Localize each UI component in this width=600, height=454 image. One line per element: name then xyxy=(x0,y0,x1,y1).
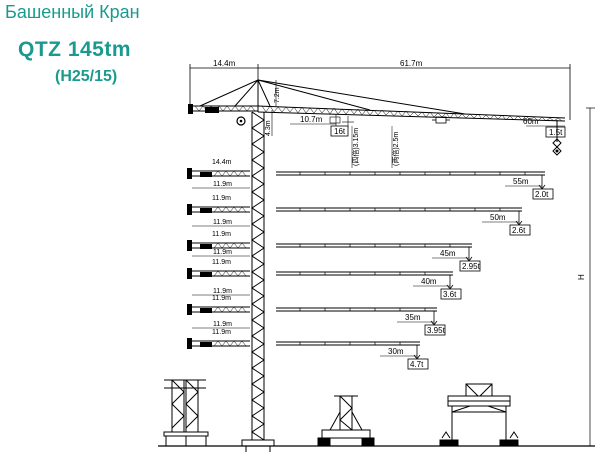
counter-jib-extra-length: 11.9m xyxy=(213,321,232,328)
config-load: 3.95t xyxy=(427,326,446,335)
counter-jib-extra-length: 11.9m xyxy=(213,288,232,295)
config-load-box xyxy=(424,324,446,336)
climbing-frame xyxy=(163,379,209,446)
config-load: 3.6t xyxy=(443,290,457,299)
config-load-box xyxy=(440,288,462,300)
config-counter-lacing xyxy=(213,242,247,249)
top-counterweight xyxy=(188,104,246,126)
hook-icon xyxy=(552,120,562,156)
tip-height-dim: 7.2m xyxy=(274,87,281,103)
config-winch xyxy=(200,172,212,177)
config-radius: 40m xyxy=(421,277,437,286)
config-load-box xyxy=(509,224,531,236)
reach-2fall: (两倍)2.5m xyxy=(391,132,400,166)
config-load: 2.95t xyxy=(462,262,481,271)
config-counter-length: 14.4m xyxy=(212,159,232,166)
config-load: 4.7t xyxy=(410,360,424,369)
counter-jib-extra-length: 11.9m xyxy=(213,181,232,188)
config-counterweight xyxy=(187,168,192,179)
config-counter-lacing xyxy=(213,306,247,313)
config-winch xyxy=(200,308,212,313)
top-jib xyxy=(190,79,566,122)
config-winch xyxy=(200,272,212,277)
min-radius-load-box xyxy=(330,125,349,137)
config-load-box xyxy=(532,188,554,200)
model-variant: (H25/15) xyxy=(55,68,118,85)
config-winch xyxy=(200,208,212,213)
config-load-box xyxy=(407,358,429,370)
config-counterweight xyxy=(187,268,192,279)
height-dimension xyxy=(586,107,595,447)
min-radius-load: 16t xyxy=(334,127,346,136)
config-radius: 35m xyxy=(405,313,421,322)
reach-4fall: (四倍)3.15m xyxy=(351,128,360,166)
jib-configurations: 14.4m 55m 2.0t 11.9m 50m 2.6t 11.9m 45m 2.95t 11.… xyxy=(187,159,554,370)
config-counterweight xyxy=(187,240,192,251)
config-counter-length: 11.9m xyxy=(212,329,231,336)
config-winch xyxy=(200,244,212,249)
config-load: 2.6t xyxy=(512,226,526,235)
model-name: QTZ 145tm xyxy=(18,38,132,61)
config-counter-length: 11.9m xyxy=(212,259,231,266)
top-dimension xyxy=(189,64,571,120)
counter-jib-dim: 14.4m xyxy=(213,59,236,68)
config-counter-lacing xyxy=(213,206,247,213)
config-counter-length: 11.9m xyxy=(212,231,231,238)
config-radius: 45m xyxy=(440,249,456,258)
config-counter-lacing xyxy=(213,340,247,347)
config-counter-lacing xyxy=(213,170,247,177)
config-load: 2.0t xyxy=(535,190,549,199)
top-jib-lacing xyxy=(194,105,563,122)
config-counterweight xyxy=(187,304,192,315)
config-winch xyxy=(200,342,212,347)
config-counterweight xyxy=(187,338,192,349)
head-height-dim: 4.3m xyxy=(265,120,272,136)
portal-base xyxy=(439,383,519,447)
head-dims xyxy=(271,80,277,136)
config-radius: 55m xyxy=(513,177,529,186)
config-counter-length: 11.9m xyxy=(212,195,231,202)
diagram-title: Башенный Кран xyxy=(5,2,140,22)
counter-jib-extra-length: 11.9m xyxy=(213,249,232,256)
config-radius: 50m xyxy=(490,213,506,222)
tower-mast xyxy=(251,111,265,441)
min-radius-label: 10.7m xyxy=(300,115,323,124)
jib-length-label: 60m xyxy=(523,117,539,126)
config-counter-lacing xyxy=(213,270,247,277)
trolley-icon xyxy=(432,116,450,124)
tip-load-label: 1.5t xyxy=(549,128,563,137)
fixed-base-mast xyxy=(317,395,375,447)
config-counter-length: 11.9m xyxy=(212,295,231,302)
main-jib-dim: 61.7m xyxy=(400,59,423,68)
height-label: H xyxy=(577,274,586,280)
tip-load-box xyxy=(545,126,566,138)
counter-jib-extra-length: 11.9m xyxy=(213,219,232,226)
config-radius: 30m xyxy=(388,347,404,356)
config-counterweight xyxy=(187,204,192,215)
config-load-box xyxy=(459,260,481,272)
